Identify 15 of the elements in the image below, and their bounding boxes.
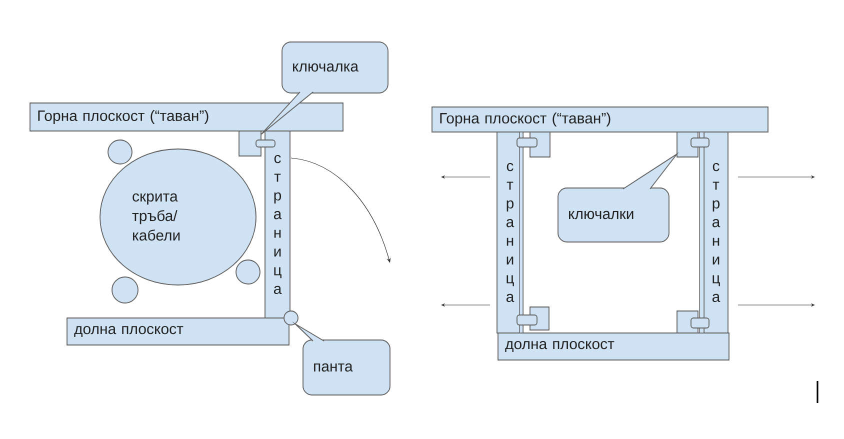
latch-box: [516, 314, 538, 326]
latch-box: [690, 318, 710, 328]
bracket-box: [238, 130, 262, 156]
small-circle: [112, 276, 138, 304]
latch-box: [516, 138, 538, 148]
latch-box: [256, 140, 276, 148]
panel-box: долна плоскост: [66, 318, 290, 346]
callout-pointer: [622, 152, 679, 190]
small-circle: [108, 140, 132, 164]
latch-box: [690, 138, 710, 148]
small-circle: [236, 260, 260, 284]
callout-bubble: панта: [302, 340, 390, 396]
callout-pointer: [292, 321, 324, 342]
callout-pointer: [260, 92, 314, 135]
hinge-circle: [284, 310, 298, 326]
